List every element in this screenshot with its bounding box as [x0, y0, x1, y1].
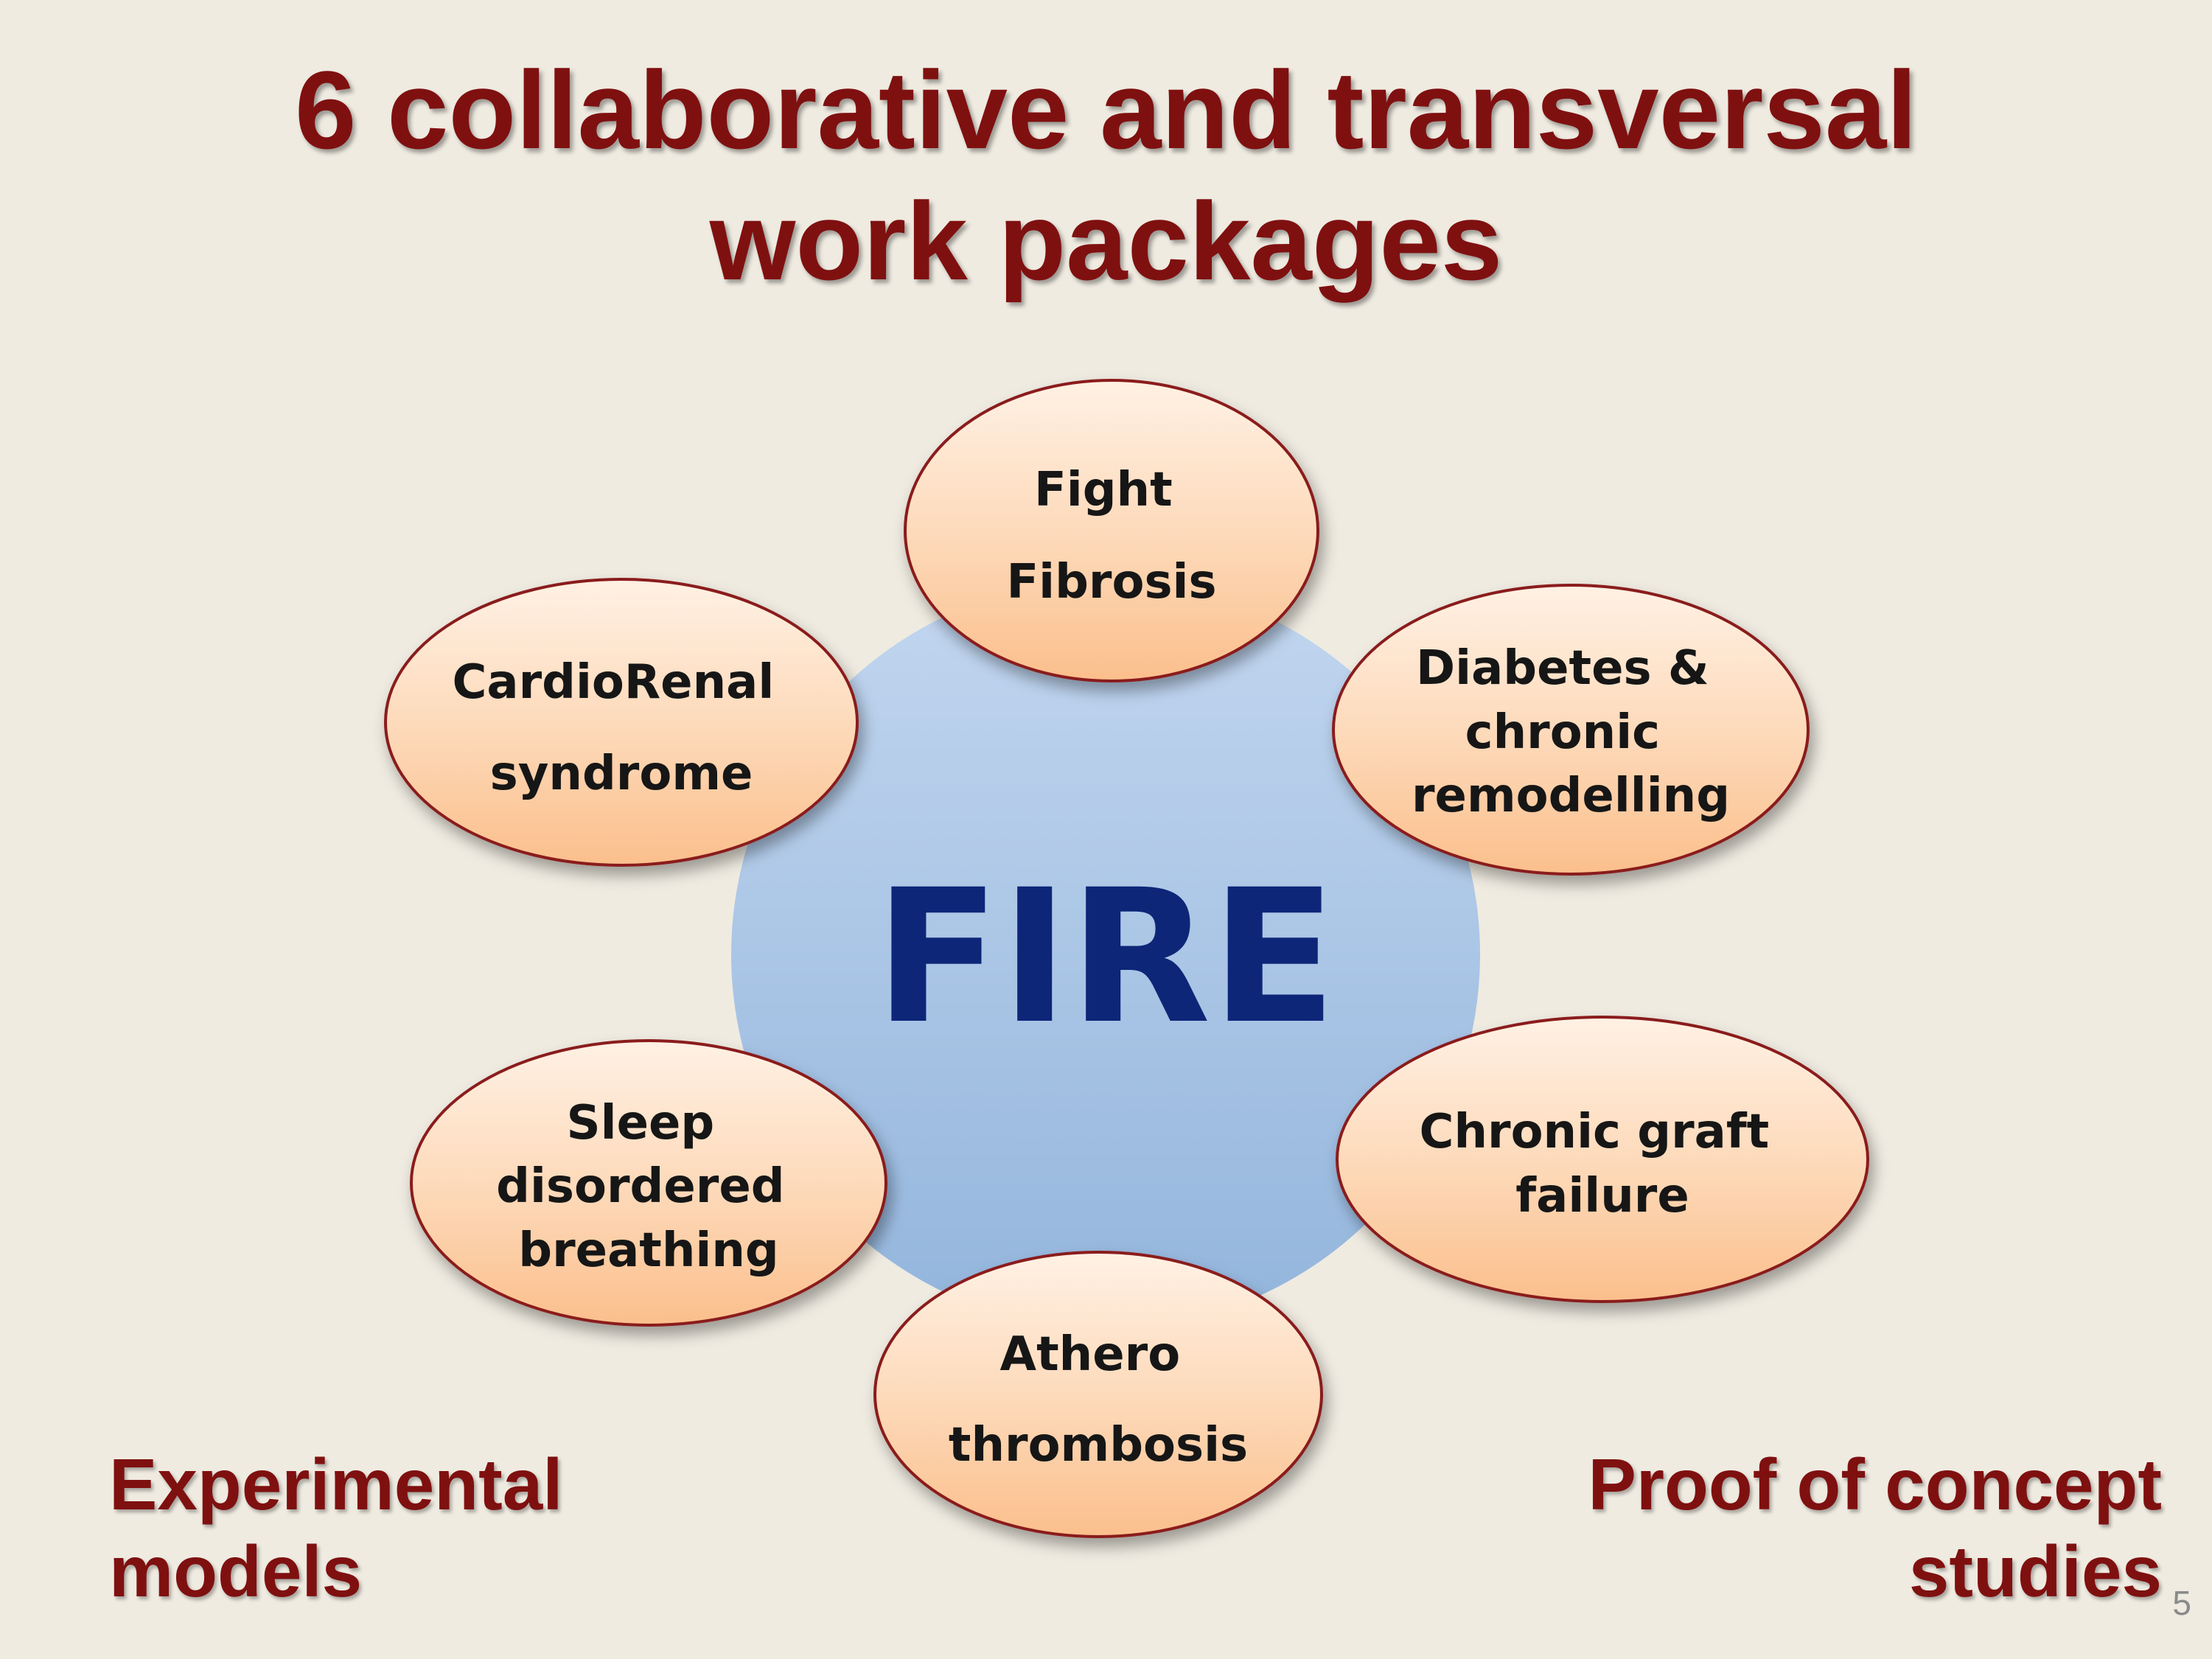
- node-label-line: Athero: [1000, 1327, 1181, 1382]
- center-circle: [731, 580, 1480, 1329]
- node-label-line: CardioRenal: [452, 655, 774, 710]
- slide-title-line-1: 6 collaborative and transversal: [294, 48, 1917, 172]
- node-chronic-graft: Chronic graft failure: [1336, 1016, 1869, 1303]
- svg-text:Sleep disordered b: Sleep disordered breathing: [496, 1096, 801, 1278]
- svg-text:Athero thrombosis: Athero thrombosis: [949, 1327, 1248, 1473]
- svg-text:Fight Fibrosis: Fight Fibrosis: [1006, 463, 1216, 610]
- node-label-line: remodelling: [1412, 769, 1730, 823]
- node-ellipse: [1332, 584, 1810, 876]
- right-note-line-1: Proof of concept: [1588, 1444, 2162, 1525]
- node-label-line: Fight: [1034, 463, 1173, 517]
- page-number: 5: [2172, 1584, 2191, 1622]
- slide-title: 6 collaborative and transversal work pac…: [0, 44, 2212, 307]
- node-sleep: Sleep disordered breathing: [410, 1039, 887, 1327]
- node-ellipse: [410, 1039, 887, 1327]
- right-note-line-2: studies: [1908, 1531, 2162, 1612]
- node-label-line: thrombosis: [949, 1418, 1248, 1473]
- node-diabetes: Diabetes & chronic remodelling: [1332, 584, 1810, 876]
- svg-text:Chronic graft failure: Chronic graft failure: [1419, 1105, 1785, 1223]
- svg-text:CardioRenal syndrome: CardioRenal syndrome: [452, 655, 790, 801]
- center-label: FIRE: [874, 850, 1336, 1064]
- node-label-line: syndrome: [490, 747, 753, 801]
- node-label-line: failure: [1515, 1169, 1689, 1223]
- left-note-line-2: models: [109, 1531, 363, 1612]
- node-label-line: Diabetes &: [1416, 641, 1709, 696]
- slide-title-line-2: work packages: [709, 179, 1503, 303]
- node-cardiorenal: CardioRenal syndrome: [384, 578, 859, 867]
- left-note-line-1: Experimental: [109, 1444, 563, 1525]
- node-label-line: disordered: [496, 1159, 784, 1214]
- node-ellipse: [904, 379, 1319, 682]
- svg-text:Diabetes & chronic: Diabetes & chronic remodelling: [1412, 641, 1730, 823]
- node-fight-fibrosis: Fight Fibrosis: [904, 379, 1319, 682]
- node-label-line: Fibrosis: [1006, 555, 1216, 610]
- node-label-line: chronic: [1465, 705, 1660, 760]
- node-label-line: breathing: [518, 1223, 778, 1278]
- experimental-models-note: Experimental models: [109, 1441, 562, 1615]
- node-athero: Athero thrombosis: [873, 1251, 1323, 1538]
- node-label-line: Chronic graft: [1419, 1105, 1769, 1159]
- node-ellipse: [384, 578, 859, 867]
- node-ellipse: [1336, 1016, 1869, 1303]
- node-ellipse: [873, 1251, 1323, 1538]
- node-label-line: Sleep: [567, 1096, 715, 1150]
- proof-of-concept-note: Proof of concept studies: [1588, 1441, 2162, 1615]
